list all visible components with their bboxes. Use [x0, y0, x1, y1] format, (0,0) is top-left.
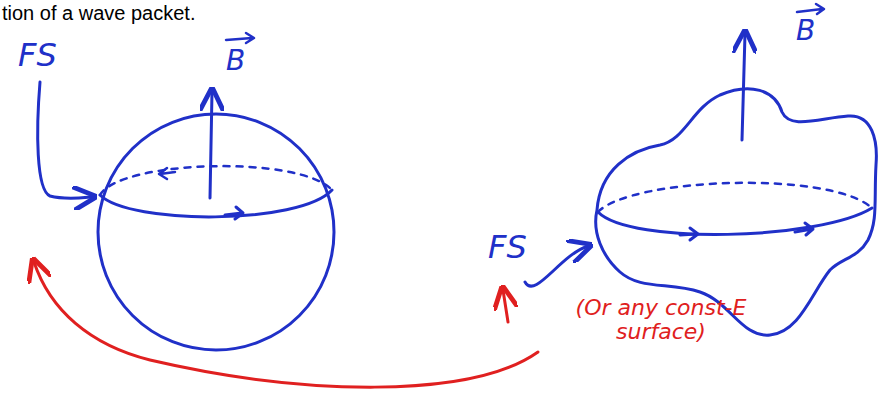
fs-label: FS: [18, 38, 57, 73]
b-label: B: [796, 16, 815, 47]
orbit-arrow: [680, 228, 698, 240]
fs-label: FS: [488, 230, 527, 265]
orbit-arrow: [159, 168, 175, 179]
orbit-arrow: [225, 207, 243, 219]
orbit-back: [598, 183, 872, 212]
pointer-arrow: [525, 246, 588, 286]
vector-arrow: [797, 4, 824, 14]
orbit-back: [100, 166, 332, 195]
caption-fragment: tion of a wave packet.: [2, 2, 195, 24]
b-field-arrow: [742, 34, 745, 140]
orbit-front: [598, 208, 872, 234]
reference-arrow: [503, 290, 508, 322]
note-text: (Or any const-E surface): [546, 296, 776, 344]
orbit-arrow: [795, 223, 813, 235]
b-label: B: [226, 46, 245, 77]
b-field-arrow: [210, 92, 212, 198]
reference-arrow: [34, 262, 538, 387]
vector-arrow: [226, 33, 254, 43]
orbit-front: [100, 190, 332, 217]
spherical-fermi-surface: [98, 114, 334, 350]
pointer-arrow: [38, 82, 92, 198]
